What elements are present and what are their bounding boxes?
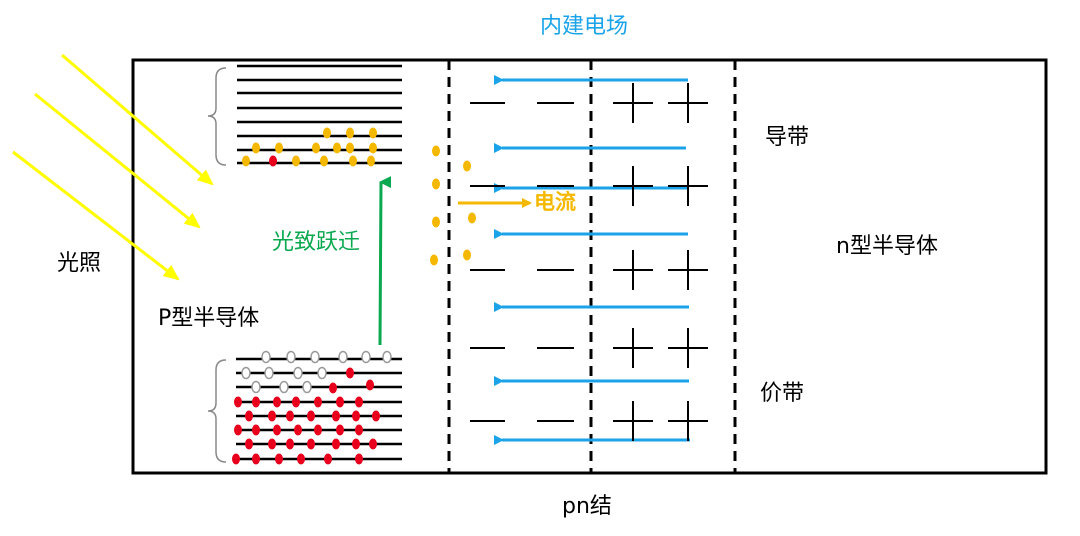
- hole: [261, 350, 271, 364]
- electron: [432, 178, 440, 190]
- light-ray: [61, 53, 214, 186]
- electron: [349, 155, 357, 167]
- valence-electron: [234, 424, 242, 436]
- built-in-field-arrows: [494, 75, 690, 445]
- valence-electron: [307, 410, 315, 422]
- valence-electron: [336, 396, 344, 408]
- electron: [432, 216, 440, 228]
- hole: [310, 350, 320, 364]
- hole: [279, 380, 289, 394]
- electron: [333, 142, 341, 154]
- hole: [317, 366, 327, 380]
- valence-electron: [286, 410, 294, 422]
- electron: [346, 142, 354, 154]
- electron: [275, 142, 283, 154]
- electron: [468, 212, 476, 224]
- electron: [242, 155, 250, 167]
- valence-electron: [245, 438, 253, 450]
- valence-electron: [269, 155, 277, 167]
- valence-electron: [346, 367, 354, 379]
- valence-electron: [252, 396, 260, 408]
- valence-electron: [286, 438, 294, 450]
- valence-electron: [245, 410, 253, 422]
- electron: [346, 127, 354, 139]
- electron: [463, 249, 471, 261]
- valence-electron: [314, 396, 322, 408]
- valence-electron: [275, 453, 283, 465]
- hole: [338, 350, 348, 364]
- valence-electron: [332, 410, 340, 422]
- light-label: 光照: [57, 251, 102, 276]
- depletion-charges: [470, 83, 708, 441]
- field-label: 内建电场: [540, 14, 629, 39]
- valence-electron: [314, 424, 322, 436]
- valence-electron: [332, 438, 340, 450]
- valence-electron: [355, 396, 363, 408]
- electron: [367, 155, 375, 167]
- valence-electron: [369, 438, 377, 450]
- n-type-label: n型半导体: [836, 234, 938, 259]
- electron: [369, 127, 377, 139]
- hole: [264, 366, 274, 380]
- hole: [361, 350, 371, 364]
- valence-electron: [352, 410, 360, 422]
- valence-electron: [268, 410, 276, 422]
- hole: [251, 380, 261, 394]
- hole: [241, 366, 251, 380]
- junction-boundaries: [447, 60, 737, 473]
- valence-electron: [273, 396, 281, 408]
- transition-label: 光致跃迁: [272, 230, 361, 255]
- valence-band-brace: [207, 359, 227, 463]
- valence-electron: [366, 379, 374, 391]
- current-label: 电流: [534, 190, 576, 214]
- hole: [286, 350, 296, 364]
- electron: [312, 142, 320, 154]
- light-ray: [12, 150, 180, 281]
- electron: [252, 142, 260, 154]
- valence-electron: [329, 382, 337, 394]
- charge-carriers: [232, 127, 476, 465]
- hole: [302, 380, 312, 394]
- valence-electron: [355, 424, 363, 436]
- valence-electron: [372, 410, 380, 422]
- electron: [292, 155, 300, 167]
- valence-electron: [355, 453, 363, 465]
- transition-arrow: [378, 176, 392, 346]
- electron: [323, 127, 331, 139]
- valence-electron: [252, 424, 260, 436]
- valence-electron: [292, 396, 300, 408]
- electron: [432, 145, 440, 157]
- electron: [369, 142, 377, 154]
- valence-band-label: 价带: [760, 381, 805, 406]
- junction-label: pn结: [562, 494, 612, 519]
- hole: [382, 350, 392, 364]
- valence-electron: [294, 424, 302, 436]
- light-ray: [34, 92, 201, 229]
- hole: [293, 366, 303, 380]
- conduction-band-label: 导带: [765, 125, 810, 150]
- p-type-label: P型半导体: [158, 306, 260, 331]
- valence-electron: [324, 453, 332, 465]
- light-rays: [12, 53, 214, 281]
- valence-electron: [307, 438, 315, 450]
- conduction-band-brace: [207, 67, 227, 166]
- valence-electron: [336, 424, 344, 436]
- valence-electron: [297, 453, 305, 465]
- electron: [430, 254, 438, 266]
- valence-electron: [234, 396, 242, 408]
- electron: [320, 155, 328, 167]
- valence-electron: [268, 438, 276, 450]
- valence-electron: [273, 424, 281, 436]
- valence-electron: [352, 438, 360, 450]
- electron: [463, 160, 471, 172]
- valence-electron: [232, 453, 240, 465]
- valence-electron: [252, 453, 260, 465]
